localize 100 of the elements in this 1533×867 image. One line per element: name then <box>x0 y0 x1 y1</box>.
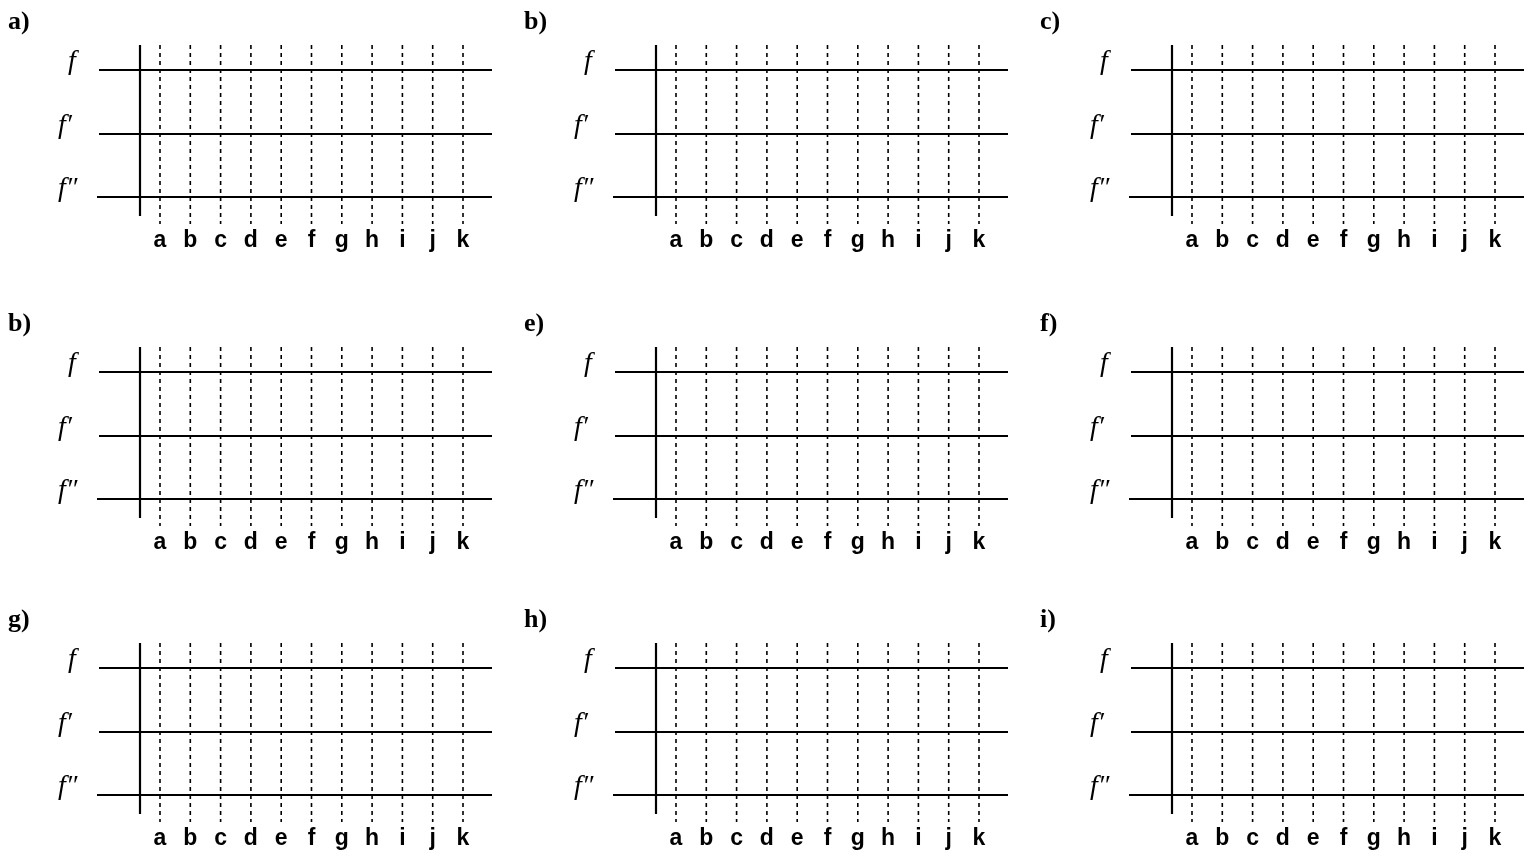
column-label: k <box>1487 530 1503 553</box>
panel-label: b) <box>8 310 32 336</box>
column-label: j <box>944 530 953 553</box>
column-label: e <box>273 228 289 251</box>
column-label: a <box>152 826 168 849</box>
column-label: c <box>729 530 744 553</box>
row-label: f″ <box>1090 771 1110 799</box>
column-label: i <box>914 228 923 251</box>
column-label: g <box>849 228 866 251</box>
column-label: h <box>1396 826 1413 849</box>
column-label: e <box>789 530 805 553</box>
column-label: g <box>1365 228 1382 251</box>
column-label: j <box>1460 826 1469 849</box>
column-label: e <box>273 826 289 849</box>
column-label: d <box>242 530 259 553</box>
column-label: a <box>1184 530 1200 553</box>
column-label: h <box>880 228 897 251</box>
column-label: a <box>1184 228 1200 251</box>
row-label: f′ <box>574 412 588 440</box>
column-label: g <box>333 228 350 251</box>
row-label: f′ <box>1090 708 1104 736</box>
column-label: a <box>668 826 684 849</box>
row-label: f′ <box>58 708 72 736</box>
row-label: f″ <box>58 475 78 503</box>
column-label: k <box>971 530 987 553</box>
panel-label: f) <box>1040 310 1058 336</box>
panel-label: a) <box>8 8 30 34</box>
column-label: a <box>668 228 684 251</box>
column-label: c <box>1245 530 1260 553</box>
column-label: d <box>1274 530 1291 553</box>
column-label: h <box>1396 530 1413 553</box>
column-label: b <box>698 228 715 251</box>
column-label: c <box>729 228 744 251</box>
column-label: f <box>306 530 317 553</box>
panel-label: i) <box>1040 606 1056 632</box>
column-label: g <box>333 530 350 553</box>
column-label: f <box>306 228 317 251</box>
row-label: f′ <box>1090 110 1104 138</box>
column-label: b <box>182 826 199 849</box>
column-label: k <box>455 228 471 251</box>
row-label: f″ <box>574 475 594 503</box>
column-label: e <box>1305 228 1321 251</box>
row-label: f″ <box>574 771 594 799</box>
column-label: f <box>822 228 833 251</box>
column-label: d <box>758 530 775 553</box>
column-label: k <box>971 826 987 849</box>
column-label: k <box>971 228 987 251</box>
column-label: e <box>1305 826 1321 849</box>
column-label: f <box>1338 530 1349 553</box>
column-label: a <box>152 228 168 251</box>
row-label: f′ <box>58 110 72 138</box>
column-label: k <box>455 826 471 849</box>
column-label: f <box>822 826 833 849</box>
column-label: i <box>398 228 407 251</box>
column-label: h <box>364 228 381 251</box>
column-label: j <box>1460 530 1469 553</box>
column-label: k <box>1487 228 1503 251</box>
column-label: g <box>1365 530 1382 553</box>
column-label: i <box>914 826 923 849</box>
row-label: f′ <box>58 412 72 440</box>
column-label: d <box>758 228 775 251</box>
row-label: f″ <box>1090 475 1110 503</box>
row-label: f′ <box>1090 412 1104 440</box>
column-label: e <box>789 826 805 849</box>
column-label: i <box>398 826 407 849</box>
row-label: f″ <box>574 173 594 201</box>
column-label: h <box>1396 228 1413 251</box>
column-label: h <box>364 826 381 849</box>
row-label: f″ <box>1090 173 1110 201</box>
column-label: f <box>822 530 833 553</box>
column-label: e <box>273 530 289 553</box>
column-label: c <box>213 826 228 849</box>
column-label: b <box>1214 228 1231 251</box>
column-label: g <box>849 826 866 849</box>
column-label: b <box>182 228 199 251</box>
column-label: c <box>729 826 744 849</box>
column-label: b <box>698 826 715 849</box>
column-label: g <box>333 826 350 849</box>
column-label: j <box>428 530 437 553</box>
column-label: i <box>914 530 923 553</box>
column-label: h <box>880 530 897 553</box>
column-label: h <box>364 530 381 553</box>
row-label: f″ <box>58 173 78 201</box>
column-label: b <box>182 530 199 553</box>
column-label: a <box>152 530 168 553</box>
column-label: b <box>1214 826 1231 849</box>
column-label: f <box>1338 826 1349 849</box>
column-label: b <box>698 530 715 553</box>
row-label: f′ <box>574 708 588 736</box>
panel-label: c) <box>1040 8 1061 34</box>
column-label: j <box>1460 228 1469 251</box>
column-label: h <box>880 826 897 849</box>
column-label: g <box>1365 826 1382 849</box>
column-label: e <box>789 228 805 251</box>
panel-label: b) <box>524 8 548 34</box>
column-label: i <box>1430 530 1439 553</box>
column-label: c <box>213 530 228 553</box>
column-label: i <box>398 530 407 553</box>
column-label: f <box>306 826 317 849</box>
column-label: d <box>758 826 775 849</box>
